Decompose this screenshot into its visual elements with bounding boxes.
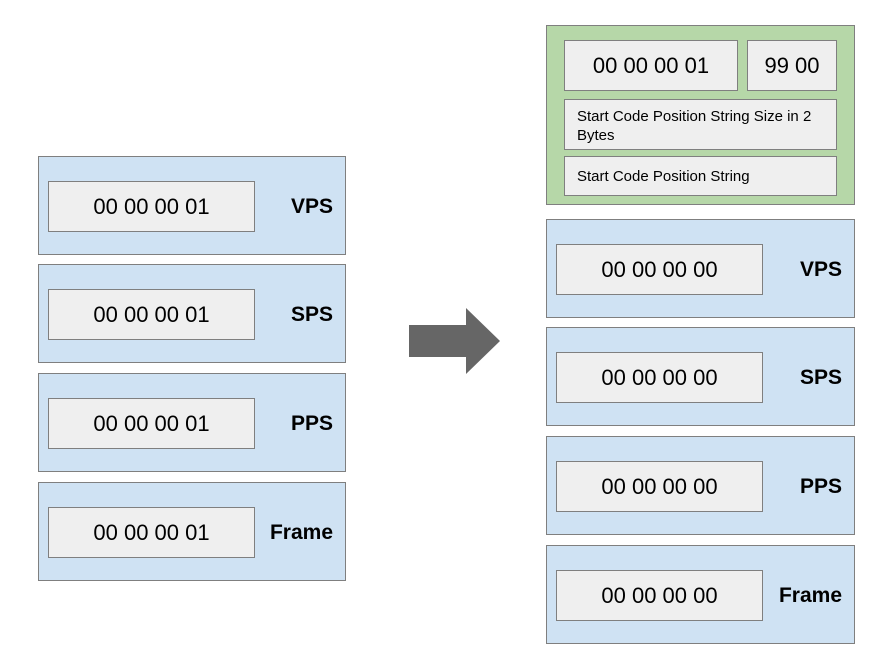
nal-unit-frame: 00 00 00 00 Frame (546, 545, 855, 644)
start-code: 00 00 00 00 (556, 461, 763, 512)
stream-header: 00 00 00 01 99 00 Start Code Position St… (546, 25, 855, 205)
start-code: 00 00 00 01 (48, 289, 255, 340)
nal-label: VPS (799, 257, 842, 281)
nal-unit-pps: 00 00 00 00 PPS (546, 436, 855, 535)
nal-label: Frame (778, 583, 842, 607)
header-start-code: 00 00 00 01 (564, 40, 738, 91)
nal-label: Frame (269, 520, 333, 544)
start-code: 00 00 00 01 (48, 398, 255, 449)
header-size-field: Start Code Position String Size in 2 Byt… (564, 99, 837, 150)
nal-unit-frame: 00 00 00 01 Frame (38, 482, 346, 581)
nal-unit-pps: 00 00 00 01 PPS (38, 373, 346, 472)
start-code: 00 00 00 00 (556, 570, 763, 621)
nal-label: PPS (799, 474, 842, 498)
start-code: 00 00 00 01 (48, 181, 255, 232)
nal-unit-vps: 00 00 00 00 VPS (546, 219, 855, 318)
nal-label: VPS (290, 194, 333, 218)
nal-label: SPS (799, 365, 842, 389)
start-code: 00 00 00 00 (556, 352, 763, 403)
header-string-field: Start Code Position String (564, 156, 837, 196)
nal-unit-vps: 00 00 00 01 VPS (38, 156, 346, 255)
start-code: 00 00 00 00 (556, 244, 763, 295)
nal-label: PPS (290, 411, 333, 435)
header-marker: 99 00 (747, 40, 837, 91)
nal-unit-sps: 00 00 00 00 SPS (546, 327, 855, 426)
arrow-right-icon (409, 308, 500, 374)
nal-unit-sps: 00 00 00 01 SPS (38, 264, 346, 363)
start-code: 00 00 00 01 (48, 507, 255, 558)
nal-label: SPS (290, 302, 333, 326)
